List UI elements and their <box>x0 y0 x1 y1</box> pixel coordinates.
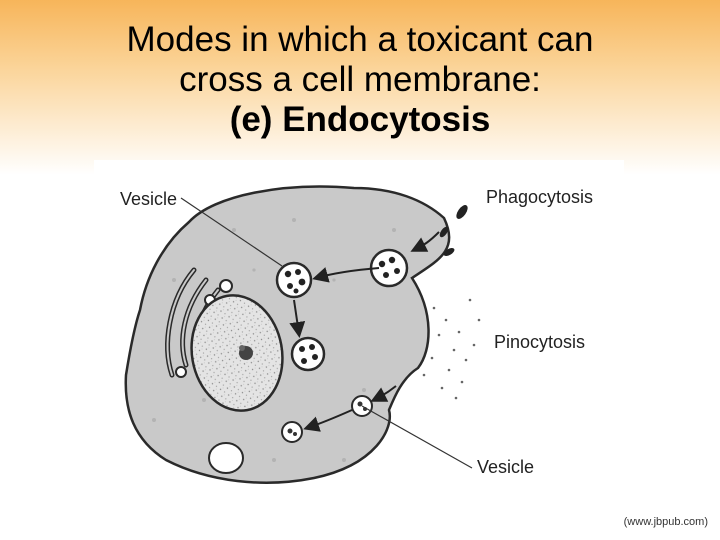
slide-title: Modes in which a toxicant can cross a ce… <box>0 20 720 140</box>
pinocytosis-particles <box>422 298 481 400</box>
label-pinocytosis: Pinocytosis <box>494 332 585 352</box>
label-vesicle-top: Vesicle <box>120 189 177 209</box>
nucleus <box>190 294 284 412</box>
title-line-3: (e) Endocytosis <box>229 100 491 139</box>
title-line-2: cross a cell membrane: <box>179 60 541 99</box>
phagocytic-engulfment <box>369 248 409 288</box>
phagocytosis-particles <box>439 205 468 256</box>
label-phagocytosis: Phagocytosis <box>486 187 593 207</box>
title-line-1: Modes in which a toxicant can <box>126 20 594 59</box>
endocytosis-diagram: Vesicle Phagocytosis Pinocytosis Vesicle <box>94 160 624 490</box>
phagosome-2 <box>290 336 326 372</box>
phagosome-1 <box>275 261 313 299</box>
vacuole <box>208 442 244 474</box>
label-leaders <box>180 197 473 469</box>
small-vesicles <box>175 279 233 378</box>
source-credit: (www.jbpub.com) <box>623 516 708 528</box>
nucleolus <box>239 345 253 360</box>
label-vesicle-bottom: Vesicle <box>477 457 534 477</box>
transport-arrows <box>289 231 440 432</box>
pinocytic-vesicle-2 <box>281 421 303 443</box>
